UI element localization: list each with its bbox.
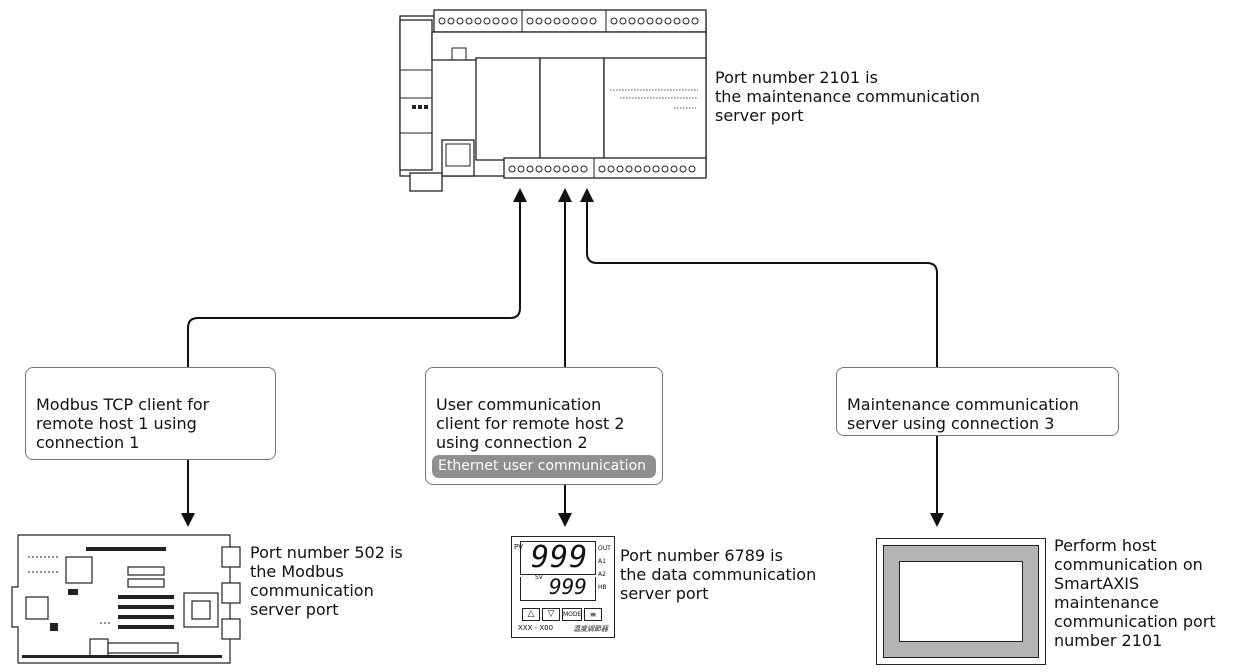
indicator-a2: A2 bbox=[598, 571, 606, 578]
pv-display: PV 999 bbox=[514, 540, 596, 575]
connection-2-box: User communication client for remote hos… bbox=[425, 367, 663, 485]
modbus-server-port-note: Port number 502 is the Modbus communicat… bbox=[250, 543, 403, 619]
plc-controller-illustration bbox=[399, 9, 707, 192]
indicator-column: OUT A1 A2 HB bbox=[598, 542, 614, 594]
connection-1-text: Modbus TCP client for remote host 1 usin… bbox=[36, 395, 210, 452]
model-label-right: 温度調節器 bbox=[573, 625, 608, 633]
indicator-hb: HB bbox=[598, 584, 607, 591]
pv-value: 999 bbox=[531, 540, 589, 575]
maintenance-port-note: Perform host communication on SmartAXIS … bbox=[1054, 536, 1216, 650]
connection-3-line bbox=[580, 188, 938, 367]
down-key: ▽ bbox=[542, 608, 560, 621]
indicator-a1: A1 bbox=[598, 558, 606, 565]
connection-1-box: Modbus TCP client for remote host 1 usin… bbox=[25, 367, 276, 460]
pc-board-illustration bbox=[11, 534, 241, 664]
sv-display: SV 999 bbox=[520, 574, 596, 601]
touch-panel-display bbox=[876, 538, 1046, 665]
up-key: △ bbox=[522, 608, 540, 621]
plc-port-note: Port number 2101 is the maintenance comm… bbox=[715, 68, 980, 125]
ethernet-user-communication-tag: Ethernet user communication bbox=[432, 455, 656, 478]
model-label: XXX - X00 bbox=[518, 624, 554, 632]
temperature-controller: PV 999 SV 999 OUT A1 A2 HB △ ▽ MODE ≡ XX… bbox=[511, 536, 615, 638]
connection-3-box: Maintenance communication server using c… bbox=[836, 367, 1119, 436]
enter-key: ≡ bbox=[584, 608, 602, 621]
touch-panel-screen bbox=[899, 561, 1023, 642]
touch-panel-bezel bbox=[883, 545, 1039, 658]
sv-label: SV bbox=[535, 574, 543, 581]
connection-1-line bbox=[187, 188, 527, 367]
connection-3-text: Maintenance communication server using c… bbox=[847, 395, 1079, 433]
sv-value: 999 bbox=[549, 575, 587, 599]
indicator-out: OUT bbox=[598, 545, 611, 552]
connection-2-text: User communication client for remote hos… bbox=[436, 395, 625, 452]
pv-label: PV bbox=[514, 543, 524, 551]
mode-key: MODE bbox=[562, 608, 582, 621]
data-server-port-note: Port number 6789 is the data communicati… bbox=[620, 546, 817, 603]
